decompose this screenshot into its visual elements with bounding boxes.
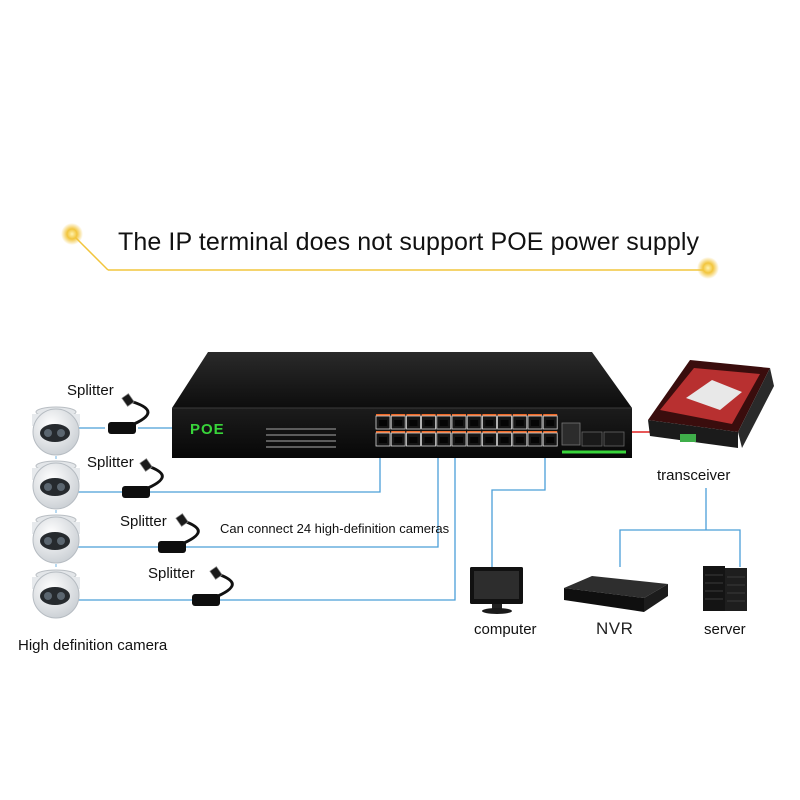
port-socket [546, 420, 555, 426]
port-led [482, 414, 497, 416]
sfp-port [581, 431, 603, 447]
poe-splitter [108, 393, 150, 434]
port-socket [439, 420, 448, 426]
port-socket [500, 437, 509, 443]
poe-switch [172, 352, 632, 458]
title-decoration [61, 223, 719, 279]
splitter-label-3: Splitter [120, 513, 167, 530]
uplink-port [561, 422, 581, 446]
port-led [497, 414, 512, 416]
port-socket [455, 420, 463, 426]
port-led [391, 414, 406, 416]
port-socket [379, 437, 387, 443]
port-socket [470, 437, 479, 443]
port-led [376, 414, 390, 416]
port-led [528, 414, 542, 416]
splitter-label-2: Splitter [87, 454, 134, 471]
server-device [703, 566, 747, 611]
port-socket [531, 420, 539, 426]
port-led [406, 414, 421, 416]
nvr-device [564, 576, 668, 612]
port-led [467, 431, 482, 433]
server-label: server [704, 621, 746, 638]
port-led [528, 431, 542, 433]
splitter-label-4: Splitter [148, 565, 195, 582]
port-socket [470, 420, 479, 426]
port-socket [394, 437, 403, 443]
port-led [452, 414, 466, 416]
poe-splitter [122, 458, 164, 498]
port-socket [394, 420, 403, 426]
port-socket [546, 437, 555, 443]
port-socket [455, 437, 463, 443]
port-led [376, 431, 390, 433]
port-led [436, 414, 451, 416]
port-led [452, 431, 466, 433]
port-led [467, 414, 482, 416]
port-socket [515, 437, 524, 443]
title-dot-left [61, 223, 83, 245]
port-led [391, 431, 406, 433]
port-socket [424, 420, 433, 426]
camera-label: High definition camera [18, 637, 168, 654]
computer-label: computer [474, 621, 537, 638]
port-led [497, 431, 512, 433]
nvr-label: NVR [596, 619, 634, 638]
camera-capacity-note: Can connect 24 high-definition cameras [220, 521, 450, 536]
computer-device [470, 567, 523, 614]
port-socket [409, 437, 418, 443]
port-led [543, 431, 558, 433]
transceiver-label: transceiver [657, 467, 731, 484]
port-socket [409, 420, 418, 426]
switch-ports [375, 414, 558, 447]
sfp-port [603, 431, 625, 447]
port-socket [379, 420, 387, 426]
switch-brand-label: POE [190, 421, 225, 438]
port-socket [500, 420, 509, 426]
port-led [543, 414, 558, 416]
splitter-label-1: Splitter [67, 382, 114, 399]
port-socket [424, 437, 433, 443]
port-socket [515, 420, 524, 426]
transceiver-device [648, 360, 774, 448]
port-led [482, 431, 497, 433]
port-socket [485, 420, 494, 426]
title-dot-right [697, 257, 719, 279]
port-socket [531, 437, 539, 443]
port-socket [439, 437, 448, 443]
poe-splitter [158, 513, 200, 553]
port-led [421, 414, 436, 416]
dome-camera [32, 514, 80, 564]
port-led [421, 431, 436, 433]
port-led [406, 431, 421, 433]
dome-camera [32, 569, 80, 619]
page-title: The IP terminal does not support POE pow… [118, 228, 700, 256]
port-led [436, 431, 451, 433]
port-led [512, 431, 527, 433]
dome-camera [32, 460, 80, 510]
port-led [512, 414, 527, 416]
poe-splitter [192, 566, 234, 606]
dome-camera [32, 406, 80, 456]
port-socket [485, 437, 494, 443]
